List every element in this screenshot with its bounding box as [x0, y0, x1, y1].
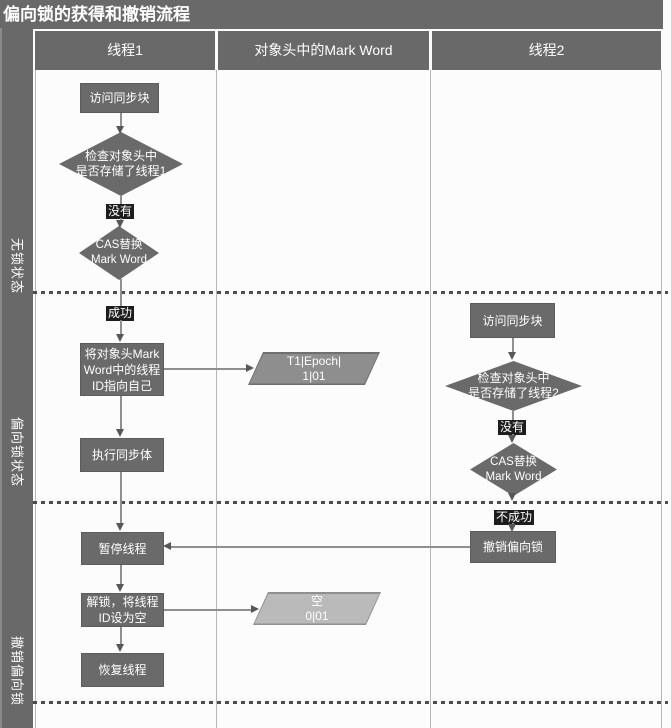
arrowhead-down: [508, 493, 516, 501]
node-label: 检查对象头中是否存储了线程1: [75, 149, 167, 178]
node-markword-biased-t1: T1|Epoch|1|01: [248, 352, 380, 385]
connector: [120, 113, 122, 128]
side-label-revoke-bias: 撤销偏向锁: [9, 635, 25, 707]
connector: [512, 338, 514, 354]
lane-border-left: [35, 70, 36, 728]
node-label: T1|Epoch|1|01: [286, 353, 342, 383]
node-label: 暂停线程: [98, 541, 147, 556]
state-divider-3: [33, 701, 668, 704]
state-divider-2: [33, 501, 668, 504]
node-label: 访问同步块: [482, 313, 543, 328]
node-t2-check-header: 检查对象头中是否存储了线程2: [445, 361, 582, 411]
connector: [120, 196, 122, 204]
connector: [120, 627, 122, 646]
connector: [512, 411, 514, 420]
side-label-lock-free: 无锁状态: [9, 237, 25, 295]
node-label: 恢复线程: [98, 663, 147, 677]
arrowhead-down: [508, 524, 516, 532]
lane-header-thread1: 线程1: [35, 31, 215, 70]
node-t1-set-markword: 将对象头Mark Word中的线程 ID指向自己: [80, 343, 164, 396]
connector: [164, 368, 248, 370]
connector: [171, 546, 470, 548]
node-label: 执行同步体: [91, 448, 152, 462]
connector: [164, 609, 253, 611]
arrowhead-down: [116, 220, 124, 228]
node-label: 检查对象头中是否存储了线程2: [468, 371, 559, 400]
node-t1-check-header: 检查对象头中是否存储了线程1: [59, 132, 183, 196]
lane-header-markword: 对象头中的Mark Word: [218, 31, 429, 70]
badge-t1-success: 成功: [106, 306, 135, 321]
arrowhead-down: [116, 126, 124, 134]
arrowhead-right: [251, 605, 259, 613]
badge-t1-no: 没有: [106, 204, 135, 219]
lane-border-right: [661, 70, 662, 728]
state-divider-1: [33, 291, 668, 294]
connector: [120, 472, 122, 525]
state-sidebar: [0, 28, 33, 728]
node-t1-resume-thread: 恢复线程: [81, 653, 164, 687]
arrowhead-down: [116, 523, 124, 531]
arrowhead-down: [116, 584, 124, 592]
node-t2-revoke-biased-lock: 撤销偏向锁: [470, 531, 556, 563]
node-t2-access-sync-block: 访问同步块: [470, 303, 555, 338]
badge-t2-no: 没有: [498, 420, 527, 435]
lane-border-2: [430, 70, 431, 728]
node-t1-unlock-clear-id: 解锁，将线程 ID设为空: [81, 593, 164, 627]
arrowhead-down: [116, 429, 124, 437]
connector: [120, 320, 122, 336]
node-t1-pause-thread: 暂停线程: [81, 532, 164, 565]
badge-t2-fail: 不成功: [494, 510, 535, 525]
arrowhead-down: [508, 352, 516, 360]
diagram-title: 偏向锁的获得和撤销流程: [0, 0, 663, 29]
lane-border-1: [216, 70, 217, 728]
arrowhead-left: [163, 542, 171, 550]
parallelogram-fill: [255, 594, 380, 624]
node-label: 撤销偏向锁: [482, 540, 543, 554]
connector: [120, 565, 122, 586]
node-label: 访问同步块: [89, 91, 150, 105]
connector: [120, 396, 122, 431]
parallelogram-fill: [250, 354, 379, 384]
node-t1-execute-sync-body: 执行同步体: [80, 438, 164, 472]
arrowhead-down: [116, 334, 124, 342]
arrowhead-right: [246, 364, 254, 372]
arrowhead-down: [116, 644, 124, 652]
lane-header-thread2: 线程2: [432, 31, 661, 70]
arrowhead-down: [508, 435, 516, 443]
node-t1-access-sync-block: 访问同步块: [80, 83, 159, 113]
connector: [120, 279, 122, 306]
side-label-biased-lock: 偏向锁状态: [9, 416, 25, 488]
